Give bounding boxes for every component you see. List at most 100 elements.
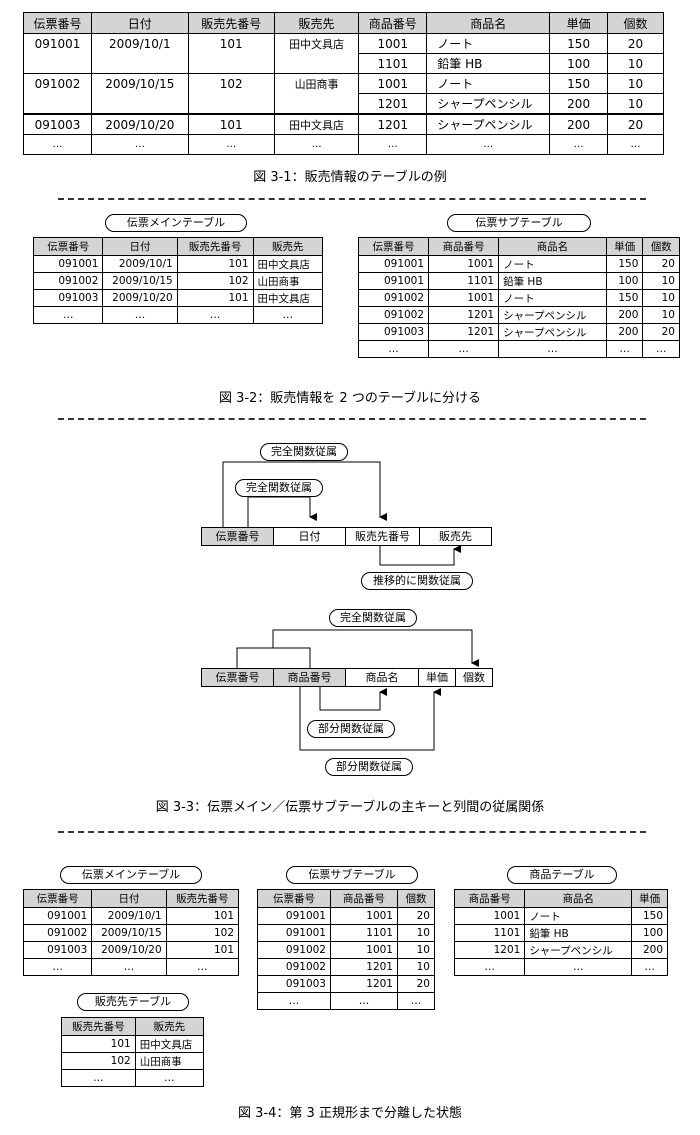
col-header: 商品番号 (330, 889, 398, 908)
price-cell: 100 (549, 53, 609, 74)
label-full-dependency: 完全関数従属 (329, 609, 417, 627)
table-cell: 091002 (357, 289, 430, 307)
table-row: ……… (453, 958, 668, 976)
table-title: 伝票メインテーブル (60, 866, 202, 884)
table-cell: 101 (165, 941, 240, 959)
slip-sub-columns: 伝票番号 商品番号 商品名 単価 個数 (201, 668, 493, 687)
label-partial-dependency: 部分関数従属 (307, 720, 395, 738)
label-full-dependency: 完全関数従属 (260, 443, 348, 461)
table-title: 伝票サブテーブル (286, 866, 418, 884)
slip-cell: 091002 (22, 73, 93, 94)
table-cell: … (32, 306, 104, 324)
table-cell: シャープペンシル (498, 306, 607, 324)
table-row: 091001 2009/10/1 101 田中文具店 1001 ノート 150 … (22, 33, 664, 54)
table-cell: 1201 (428, 323, 500, 341)
table-cell: シャープペンシル (524, 941, 633, 959)
ellipsis-cell: … (426, 134, 551, 155)
col-header: 伝票番号 (22, 889, 93, 908)
ellipsis-cell: … (273, 134, 360, 155)
prod-no-cell: 1101 (358, 53, 428, 74)
table-cell: … (642, 340, 680, 358)
qty-cell: 10 (607, 53, 664, 74)
col-header: 商品番号 (358, 12, 428, 34)
cust-no-cell: 101 (187, 113, 275, 135)
table-cell: 200 (605, 323, 644, 341)
date-cell: 2009/10/1 (91, 33, 189, 54)
table-cell: … (165, 958, 240, 976)
table-cell: 田中文具店 (134, 1035, 205, 1053)
prod-no-cell: 1001 (358, 73, 428, 94)
column: 販売先 (420, 528, 492, 545)
label-transitive-dependency: 推移的に関数従属 (361, 572, 473, 590)
table-cell: 2009/10/15 (102, 272, 178, 290)
prod-cell: シャープペンシル (426, 113, 551, 135)
col-header: 販売先番号 (176, 237, 254, 256)
prod-cell: シャープペンシル (426, 93, 551, 114)
divider (58, 418, 646, 420)
cust-no-cell: 101 (187, 33, 275, 54)
prod-no-cell: 1201 (358, 93, 428, 114)
table-title: 商品テーブル (507, 866, 617, 884)
table-cell: … (22, 958, 93, 976)
table-cell: 091002 (357, 306, 430, 324)
ellipsis-cell: … (358, 134, 428, 155)
col-header: 販売先番号 (187, 12, 275, 34)
col-header: 日付 (91, 12, 189, 34)
table-cell: … (257, 992, 331, 1010)
table-cell: … (61, 1069, 136, 1087)
table-cell: … (252, 306, 324, 324)
col-header: 販売先番号 (165, 889, 240, 908)
col-header: 販売先 (134, 1017, 205, 1036)
table-cell: 1001 (330, 907, 398, 925)
table-cell: 1101 (428, 272, 500, 290)
table-cell: 20 (397, 907, 435, 925)
col-header: 単価 (605, 237, 644, 256)
slip-cell (22, 93, 93, 114)
table-title: 伝票サブテーブル (447, 214, 591, 232)
table-row: 1201 シャープペンシル 200 10 (22, 93, 664, 114)
table-cell: 091001 (32, 255, 104, 273)
table-row: …… (61, 1069, 205, 1087)
table-cell: … (397, 992, 435, 1010)
table-row: ……… (22, 958, 240, 976)
column: 商品名 (346, 669, 419, 686)
slip-cell: 091003 (22, 113, 93, 135)
col-header: 商品番号 (453, 889, 526, 908)
table-row: ………… (32, 306, 324, 324)
table-cell: 2009/10/1 (91, 907, 167, 925)
table-cell: 091003 (22, 941, 93, 959)
table-row: 1101 鉛筆 HB 100 10 (22, 53, 664, 74)
col-header: 伝票番号 (257, 889, 331, 908)
figure-caption: 図 3-4：第 3 正規形まで分離した状態 (238, 1106, 462, 1121)
table-cell: 200 (631, 941, 668, 959)
column: 販売先番号 (346, 528, 420, 545)
primary-key-column: 商品番号 (274, 669, 346, 686)
column: 個数 (456, 669, 493, 686)
table-title: 販売先テーブル (77, 993, 189, 1011)
figure-caption: 図 3-1：販売情報のテーブルの例 (253, 170, 447, 185)
figure-caption: 図 3-3：伝票メイン／伝票サブテーブルの主キーと列間の従属関係 (155, 800, 545, 815)
table-cell: 2009/10/20 (102, 289, 178, 307)
table-row: ……… (257, 992, 435, 1010)
column: 単価 (419, 669, 456, 686)
table-cell: 鉛筆 HB (524, 924, 633, 942)
cust-cell: 山田商事 (273, 73, 360, 94)
table-cell: … (631, 958, 668, 976)
table-cell: 100 (631, 924, 668, 942)
slip-cell (22, 53, 93, 74)
primary-key-column: 伝票番号 (202, 528, 274, 545)
primary-key-column: 伝票番号 (202, 669, 274, 686)
col-header: 日付 (91, 889, 167, 908)
table-cell: … (428, 340, 500, 358)
